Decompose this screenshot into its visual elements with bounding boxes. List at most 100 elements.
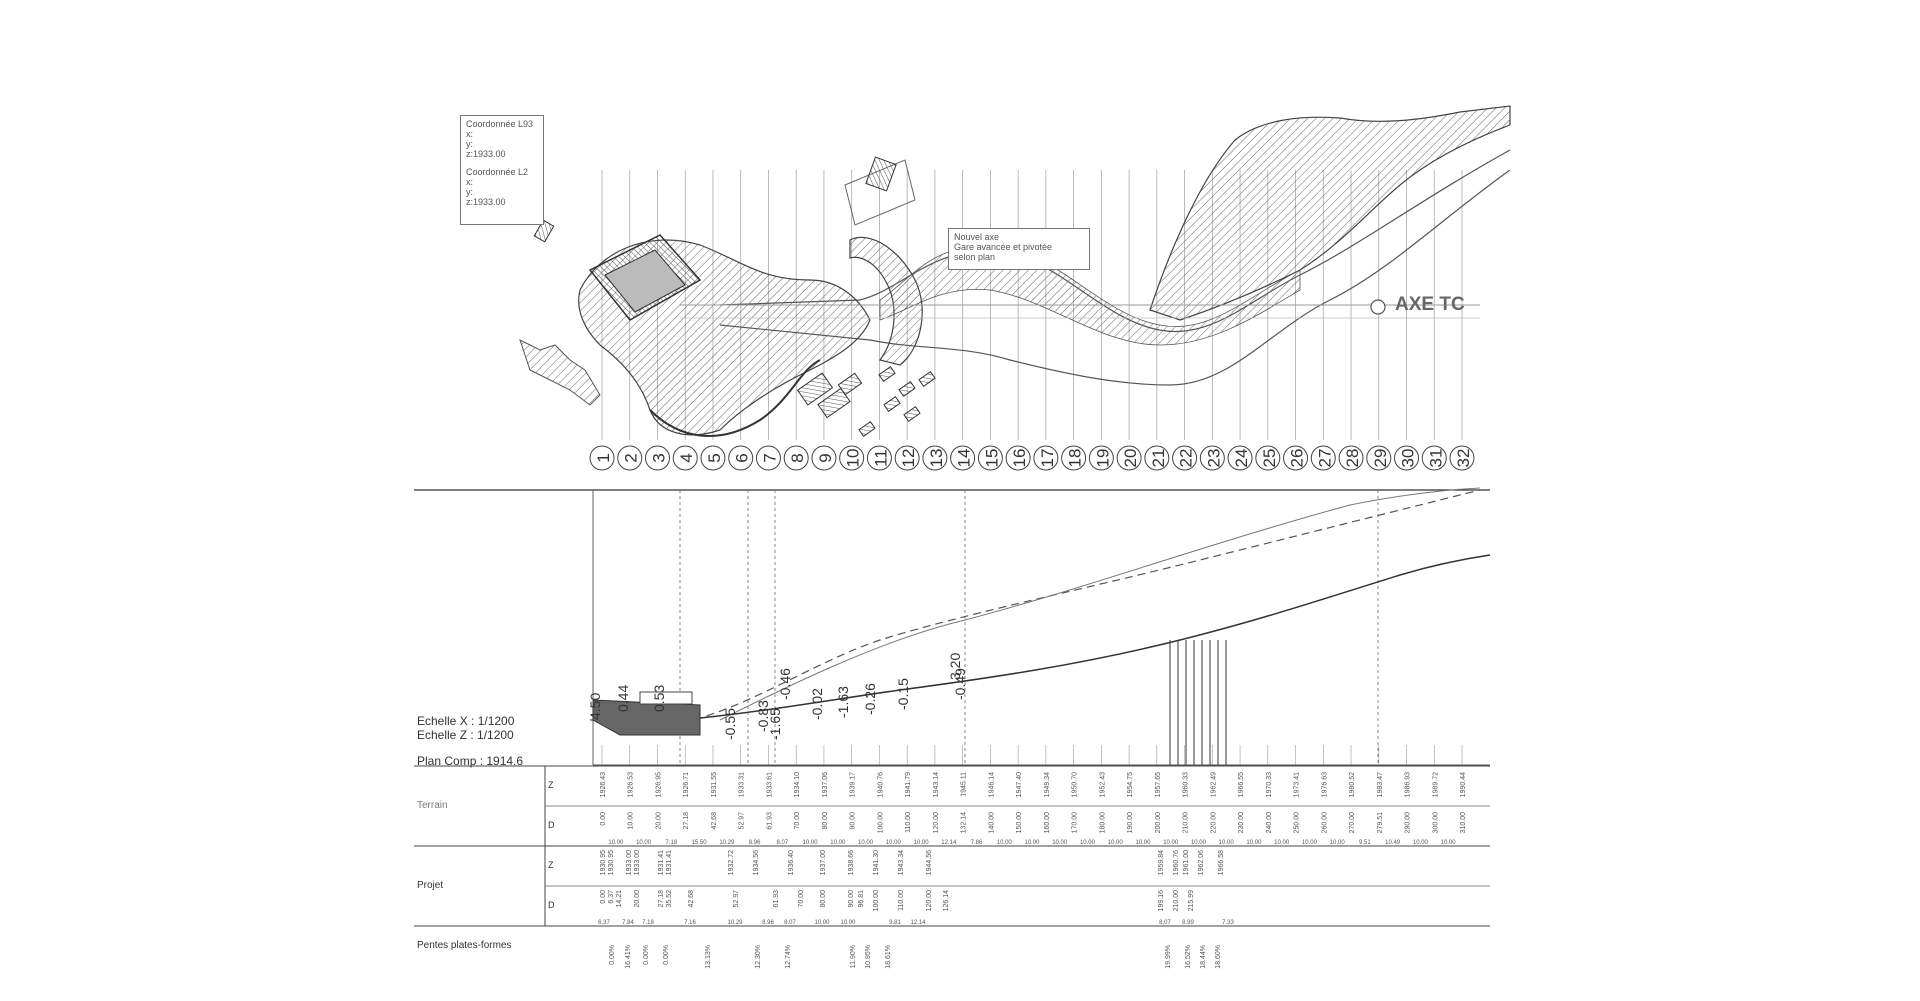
profile-number: 30 [1399,449,1418,468]
height-label: -0.02 [809,688,825,720]
terrain-d-value: 140.00 [988,812,995,834]
terrain-z-value: 1945.11 [961,772,968,797]
terrain-spacing-value: 10.00 [608,840,624,846]
terrain-z-value: 1946.14 [988,772,995,797]
terrain-spacing-value: 7.86 [971,840,983,846]
terrain-d-value: 70.00 [794,812,801,830]
profile-number: 4 [677,453,696,462]
projet-d-value: 27.18 [658,890,665,908]
terrain-spacing-value: 10.00 [1246,840,1262,846]
profile-number: 8 [788,453,807,462]
project-profile-line [592,554,1491,721]
height-label: 4.50 [587,693,603,720]
projet-spacing-value: 8.07 [1159,920,1171,926]
terrain-spacing-value: 10.00 [1441,840,1457,846]
terrain-d-value: 240.00 [1266,812,1273,834]
terrain-z-value: 1980.52 [1349,772,1356,797]
terrain-d-value: 210.00 [1183,812,1190,834]
terrain-spacing-value: 10.00 [858,840,874,846]
profile-number: 3 [649,453,668,462]
terrain-z-value: 1952.43 [1099,772,1106,797]
profile-number: 28 [1343,449,1362,468]
terrain-z-value: 1986.93 [1405,772,1412,797]
profile-number: 31 [1426,449,1445,468]
profile-number: 18 [1066,449,1085,468]
projet-z-value: 1936.40 [788,850,795,875]
profile-number-circle [1172,445,1198,471]
profile-number: 12 [899,449,918,468]
terrain-z-value: 1954.75 [1127,772,1134,797]
profile-number: 6 [733,453,752,462]
terrain-z-value: 1976.63 [1321,772,1328,797]
profile-number: 2 [622,453,641,462]
projet-d-label: D [548,900,555,910]
coord-spacer [466,159,538,167]
terrain-hatched-area-right [1149,105,1511,321]
profile-number-circle [1255,445,1281,471]
projet-z-value: 1931.41 [666,850,673,875]
height-label: 0.44 [615,685,631,712]
terrain-d-value: 279.51 [1377,812,1384,834]
upper-structure [849,236,923,366]
projet-spacing-value: 12.14 [910,920,926,926]
projet-d-value: 80.00 [820,890,827,908]
pente-value: 19.99% [1165,945,1172,969]
terrain-d-value: 132.14 [961,812,968,834]
note-line-2: Gare avancée et pivotée [954,242,1053,252]
profile-number-circle [1283,445,1309,471]
terrain-spacing-value: 10.00 [1413,840,1429,846]
projet-z-value: 1961.00 [1183,850,1190,875]
plan-view [519,105,1511,440]
projet-d-value: 20.00 [634,890,641,908]
projet-d-value: 0.00 [600,890,607,904]
projet-d-value: 199.16 [1158,890,1165,912]
coord-l2-y: y: [466,187,474,197]
terrain-spacing-value: 10.00 [830,840,846,846]
projet-d-value: 42.68 [688,890,695,908]
projet-z-value: 1938.66 [848,850,855,875]
station-profile-block [592,699,701,736]
profile-number: 19 [1093,449,1112,468]
terrain-spacing-value: 7.18 [666,840,678,846]
terrain-spacing-value: 10.00 [1135,840,1151,846]
profile-number: 1 [594,453,613,462]
terrain-d-value: 180.00 [1099,812,1106,834]
coord-l93-z: z:1933.00 [466,149,506,159]
terrain-d-value: 120.00 [933,812,940,834]
terrain-d-value: 270.00 [1349,812,1356,834]
profile-number-circle [700,445,726,471]
projet-d-value: 35.52 [666,890,673,908]
height-label: -1.63 [835,686,851,718]
terrain-spacing-value: 15.50 [692,840,708,846]
height-label: -0.15 [895,678,911,710]
hatched-block-top [865,156,897,192]
terrain-z-value: 1926.71 [683,772,690,797]
pente-value: 0.00% [663,945,670,965]
projet-spacing-value: 9.81 [889,920,901,926]
terrain-z-value: 1934.10 [794,772,801,797]
terrain-d-value: 170.00 [1072,812,1079,834]
coordinate-box: Coordonnée L93 x: y: z:1933.00 Coordonné… [460,115,544,225]
height-label: -1.65 [767,708,783,740]
retaining-wall [649,359,821,437]
terrain-d-value: 10.00 [628,812,635,830]
profile-number: 20 [1121,449,1140,468]
profile-number-circle [1144,445,1170,471]
terrain-d-value: 100.00 [877,812,884,834]
terrain-z-value: 1926.43 [600,772,607,797]
pente-value: 11.90% [850,945,857,968]
projet-d-value: 70.00 [798,890,805,908]
profile-number-circle [1061,445,1087,471]
terrain-spacing-value: 10.00 [1163,840,1179,846]
data-table [414,765,1490,927]
projet-spacing-value: 6.37 [598,920,610,926]
profile-number: 23 [1204,449,1223,468]
profile-number-circle [1366,445,1392,471]
terrain-d-value: 230.00 [1238,812,1245,834]
terrain-d-value: 110.00 [905,812,912,833]
profile-number: 26 [1288,449,1307,468]
projet-d-value: 120.00 [926,890,933,912]
projet-spacing-value: 10.00 [840,920,856,926]
